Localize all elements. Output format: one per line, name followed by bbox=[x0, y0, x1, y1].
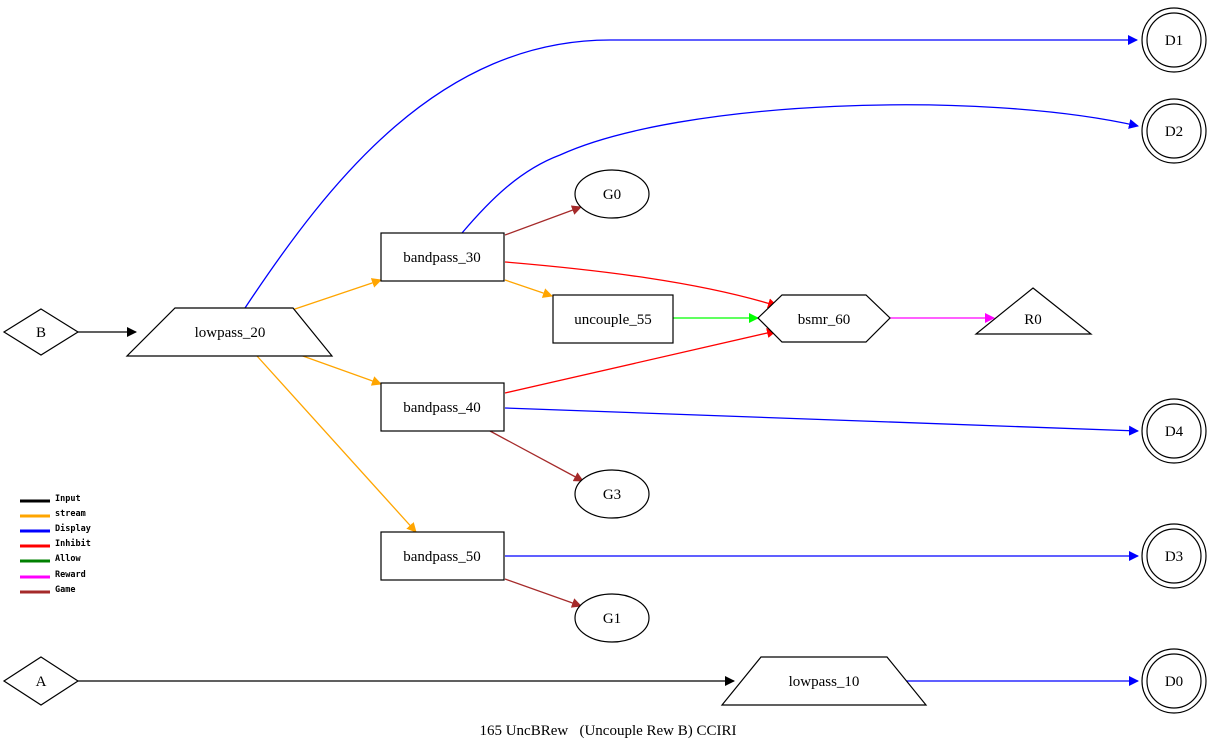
edge-bandpass_50-G1 bbox=[504, 578, 582, 608]
node-D3-label: D3 bbox=[1165, 549, 1183, 565]
node-A-label: A bbox=[36, 674, 47, 690]
edge-bandpass_40-G3 bbox=[489, 430, 584, 482]
legend-item-stream: stream bbox=[20, 509, 86, 519]
node-uncouple_55-label: uncouple_55 bbox=[574, 312, 651, 328]
edge-lowpass_20-bandpass_50 bbox=[256, 355, 417, 533]
node-lowpass_20: lowpass_20 bbox=[125, 307, 334, 357]
node-lowpass_10: lowpass_10 bbox=[720, 656, 928, 706]
edge-lowpass_20-bandpass_30 bbox=[291, 278, 382, 311]
node-D0: D0 bbox=[1141, 648, 1207, 714]
legend: Input stream Display Inhibit Allow Rewar… bbox=[20, 494, 91, 595]
node-R0-label: R0 bbox=[1024, 312, 1042, 328]
node-bandpass_40-label: bandpass_40 bbox=[403, 400, 481, 416]
node-G0-label: G0 bbox=[603, 187, 621, 203]
node-G1-label: G1 bbox=[603, 611, 621, 627]
node-B-label: B bbox=[36, 325, 46, 341]
edge-bandpass_30-uncouple_55 bbox=[504, 279, 553, 298]
edge-bandpass_30-bsmr_60 bbox=[504, 261, 778, 309]
legend-label-reward: Reward bbox=[55, 570, 86, 580]
legend-label-inhibit: Inhibit bbox=[55, 538, 91, 549]
node-D2: D2 bbox=[1141, 98, 1207, 164]
edge-bandpass_40-D4 bbox=[504, 407, 1139, 436]
diagram-caption: 165 UncBRew (Uncouple Rew B) CCIRI bbox=[479, 723, 736, 739]
legend-label-stream: stream bbox=[55, 509, 86, 519]
legend-item-allow: Allow bbox=[20, 554, 81, 564]
node-bandpass_30-label: bandpass_30 bbox=[403, 250, 481, 266]
node-D4: D4 bbox=[1141, 398, 1207, 464]
legend-label-input: Input bbox=[55, 494, 81, 504]
nodes: B A lowpass_20 lowpass_10 bandpass_30 ba… bbox=[2, 7, 1207, 714]
edge-lowpass_20-D1 bbox=[244, 35, 1138, 309]
legend-label-game: Game bbox=[55, 585, 75, 595]
node-bandpass_30: bandpass_30 bbox=[380, 232, 505, 282]
legend-item-reward: Reward bbox=[20, 570, 86, 580]
legend-item-inhibit: Inhibit bbox=[20, 538, 91, 549]
node-G3: G3 bbox=[574, 469, 650, 519]
node-bandpass_40: bandpass_40 bbox=[380, 382, 505, 432]
node-D3: D3 bbox=[1141, 523, 1207, 589]
node-G1: G1 bbox=[574, 593, 650, 643]
node-bsmr_60-label: bsmr_60 bbox=[798, 312, 851, 328]
legend-item-display: Display bbox=[20, 523, 91, 534]
node-lowpass_10-label: lowpass_10 bbox=[789, 674, 860, 690]
node-B: B bbox=[2, 308, 80, 356]
legend-item-game: Game bbox=[20, 585, 75, 595]
edge-lowpass_20-bandpass_40 bbox=[299, 354, 382, 386]
legend-item-input: Input bbox=[20, 494, 81, 504]
node-lowpass_20-label: lowpass_20 bbox=[195, 325, 266, 341]
node-R0: R0 bbox=[974, 287, 1093, 335]
node-D2-label: D2 bbox=[1165, 124, 1183, 140]
node-A: A bbox=[2, 656, 80, 706]
node-G3-label: G3 bbox=[603, 487, 621, 503]
edge-bandpass_30-G0 bbox=[504, 205, 582, 236]
node-D1: D1 bbox=[1141, 7, 1207, 73]
node-D4-label: D4 bbox=[1165, 424, 1184, 440]
node-bandpass_50: bandpass_50 bbox=[380, 531, 505, 581]
legend-label-allow: Allow bbox=[55, 554, 81, 564]
edge-bandpass_30-D2 bbox=[461, 104, 1139, 234]
node-D0-label: D0 bbox=[1165, 674, 1183, 690]
node-bandpass_50-label: bandpass_50 bbox=[403, 549, 481, 565]
node-uncouple_55: uncouple_55 bbox=[552, 294, 674, 344]
edge-bandpass_40-bsmr_60 bbox=[504, 328, 777, 394]
node-G0: G0 bbox=[574, 169, 650, 219]
node-bsmr_60: bsmr_60 bbox=[757, 294, 891, 343]
edges bbox=[78, 35, 1139, 686]
node-D1-label: D1 bbox=[1165, 33, 1183, 49]
legend-label-display: Display bbox=[55, 523, 91, 534]
